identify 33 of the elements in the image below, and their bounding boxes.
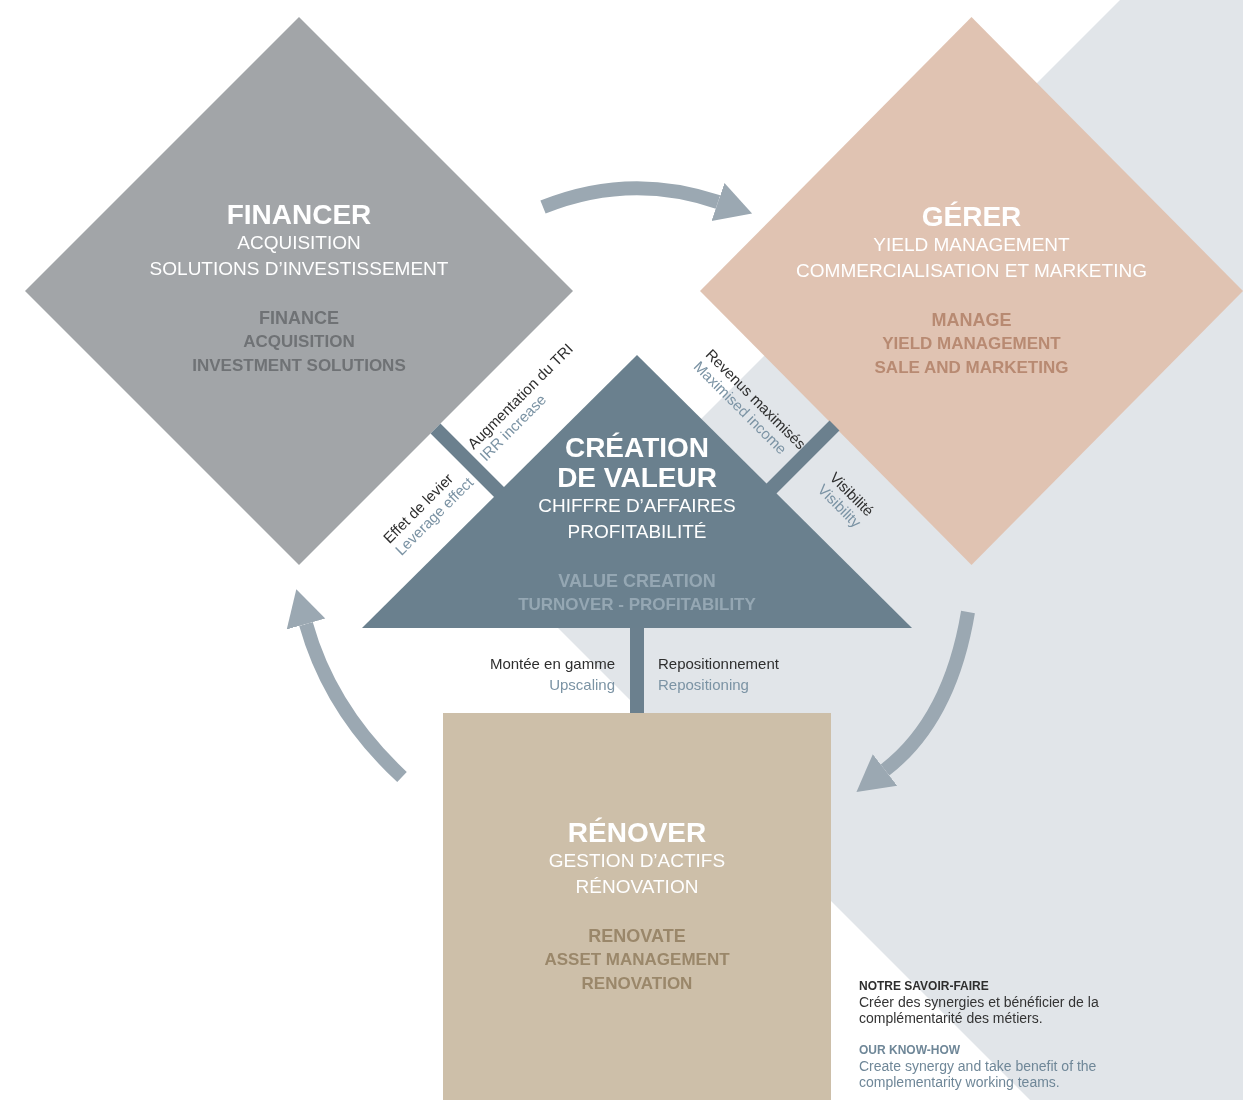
node-subtitle: YIELD MANAGEMENT xyxy=(882,333,1061,355)
node-subtitle: COMMERCIALISATION ET MARKETING xyxy=(796,259,1147,283)
bar-label: Upscaling xyxy=(549,675,615,695)
bar-label: Repositionnement xyxy=(658,654,779,674)
node-subtitle: YIELD MANAGEMENT xyxy=(873,233,1070,257)
node-title: MANAGE xyxy=(931,309,1012,332)
renovate-square xyxy=(443,713,831,1100)
node-title: CRÉATION DE VALEUR xyxy=(556,433,718,493)
node-subtitle: ASSET MANAGEMENT xyxy=(544,949,730,971)
node-subtitle: SALE AND MARKETING xyxy=(874,357,1069,379)
note-text: Create synergy and take benefit of the complementarity working teams. xyxy=(859,1058,1098,1090)
node-subtitle: PROFITABILITÉ xyxy=(567,520,707,544)
curved-arrow xyxy=(540,181,753,222)
note-text: Créer des synergies et bénéficier de la complémentarité des métiers. xyxy=(859,994,1100,1026)
node-subtitle: GESTION D’ACTIFS xyxy=(548,849,726,873)
node-subtitle: CHIFFRE D’AFFAIRES xyxy=(538,494,736,518)
node-title: GÉRER xyxy=(921,202,1022,232)
node-subtitle: SOLUTIONS D’INVESTISSEMENT xyxy=(149,257,449,281)
curved-arrow xyxy=(286,589,407,782)
bar-label: Repositioning xyxy=(658,675,749,695)
curved-arrow xyxy=(857,610,975,793)
node-title: RÉNOVER xyxy=(567,818,707,848)
node-subtitle: RENOVATION xyxy=(581,973,693,995)
note-heading: NOTRE SAVOIR-FAIRE xyxy=(859,978,990,994)
connector-bar xyxy=(430,423,505,498)
node-title: FINANCER xyxy=(226,200,372,230)
note-heading: OUR KNOW-HOW xyxy=(859,1042,962,1058)
connector-bar xyxy=(630,628,644,713)
node-title: RENOVATE xyxy=(588,925,686,948)
node-subtitle: RÉNOVATION xyxy=(575,875,699,899)
bar-label: Montée en gamme xyxy=(489,654,615,674)
connector-bar xyxy=(766,420,840,494)
node-subtitle: ACQUISITION xyxy=(237,231,361,255)
